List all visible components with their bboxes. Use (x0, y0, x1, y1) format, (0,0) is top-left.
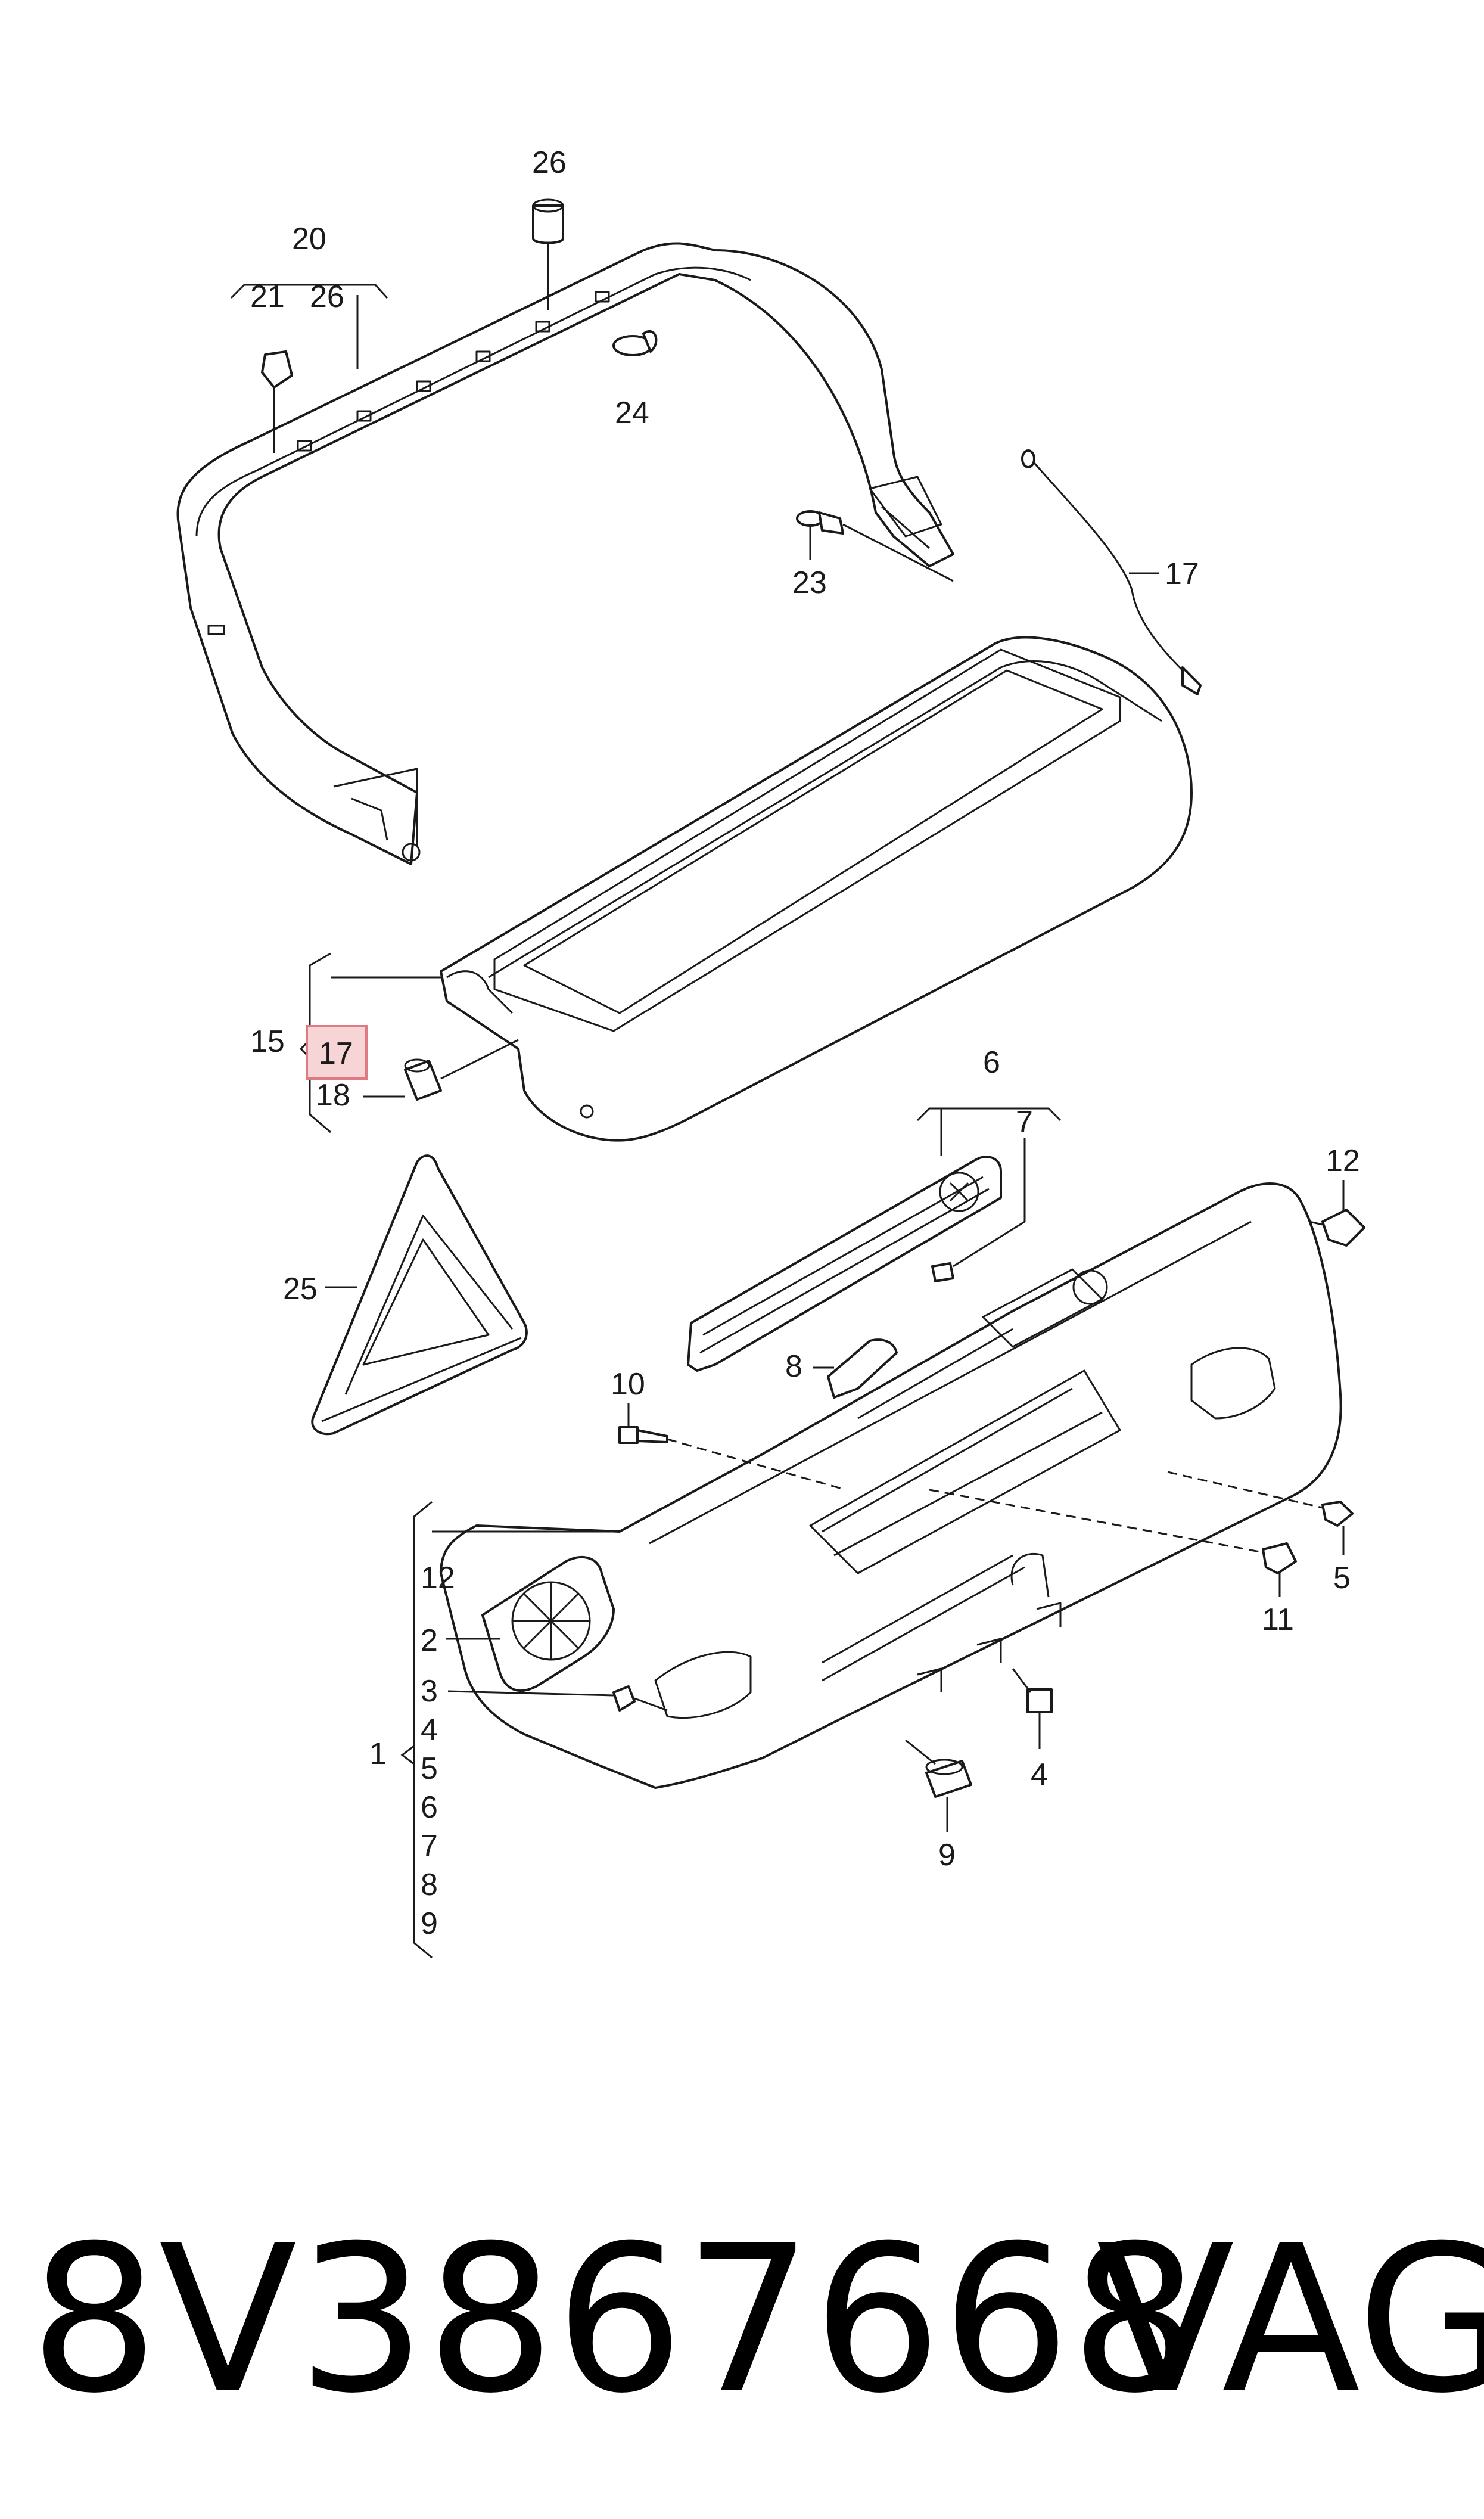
brand-name: VAG (1096, 2202, 1484, 2438)
cap-9 (925, 1759, 972, 1798)
callout-17-highlighted: 17 (319, 1036, 353, 1071)
push-rivet-24 (612, 330, 658, 356)
callout-5-list: 5 (421, 1751, 438, 1786)
callout-2: 2 (421, 1623, 438, 1658)
callout-17-cable: 17 (1165, 557, 1199, 591)
callout-12-list: 12 (421, 1561, 455, 1595)
callout-20: 20 (292, 222, 326, 256)
callout-10: 10 (611, 1367, 645, 1402)
callout-26-top: 26 (532, 145, 567, 180)
callout-25: 25 (283, 1272, 318, 1306)
callout-4-clip: 4 (1031, 1757, 1048, 1792)
bolt-10 (618, 1426, 668, 1444)
callout-11: 11 (1262, 1602, 1294, 1637)
end-cap-18 (404, 1058, 442, 1101)
callout-1: 1 (369, 1737, 387, 1771)
callout-26-sub: 26 (310, 279, 344, 314)
cable-17 (1021, 449, 1202, 695)
clip-11 (1262, 1542, 1297, 1574)
window-frame-trim (176, 242, 954, 865)
clip-7 (931, 1262, 954, 1282)
callout-15: 15 (250, 1024, 285, 1059)
grab-handle-6 (687, 1156, 1002, 1372)
tailgate-trim-panel-1 (440, 1182, 1342, 1789)
clip-4 (1026, 1688, 1053, 1713)
callout-9-list: 9 (421, 1906, 438, 1941)
cover-2 (481, 1555, 615, 1692)
callout-6-list: 6 (421, 1790, 438, 1825)
callout-4-list: 4 (421, 1713, 438, 1747)
clip-5 (1321, 1501, 1354, 1527)
callout-8-list: 8 (421, 1868, 438, 1902)
bushing-26 (532, 198, 564, 244)
clip-23 (796, 510, 844, 535)
callout-7-list: 7 (421, 1829, 438, 1863)
part-number: 8V3867668 (30, 2202, 1199, 2438)
warning-triangle-25 (311, 1154, 528, 1436)
callout-8: 8 (785, 1349, 802, 1384)
callout-7: 7 (1016, 1105, 1033, 1139)
bracket-8 (827, 1338, 898, 1399)
callout-18: 18 (316, 1078, 350, 1113)
callout-6: 6 (983, 1045, 1000, 1080)
parcel-shelf-15 (440, 636, 1193, 1142)
callout-23: 23 (792, 566, 827, 600)
clip-3 (612, 1685, 636, 1712)
highlight-box (306, 1025, 368, 1080)
callout-5: 5 (1333, 1561, 1351, 1595)
callout-21: 21 (250, 279, 285, 314)
callout-9-bottom: 9 (938, 1838, 956, 1872)
callout-24: 24 (615, 396, 649, 430)
callout-3: 3 (421, 1674, 438, 1709)
callout-12-top: 12 (1326, 1144, 1360, 1178)
clip-12-top (1321, 1209, 1365, 1247)
clip-21 (261, 350, 293, 389)
